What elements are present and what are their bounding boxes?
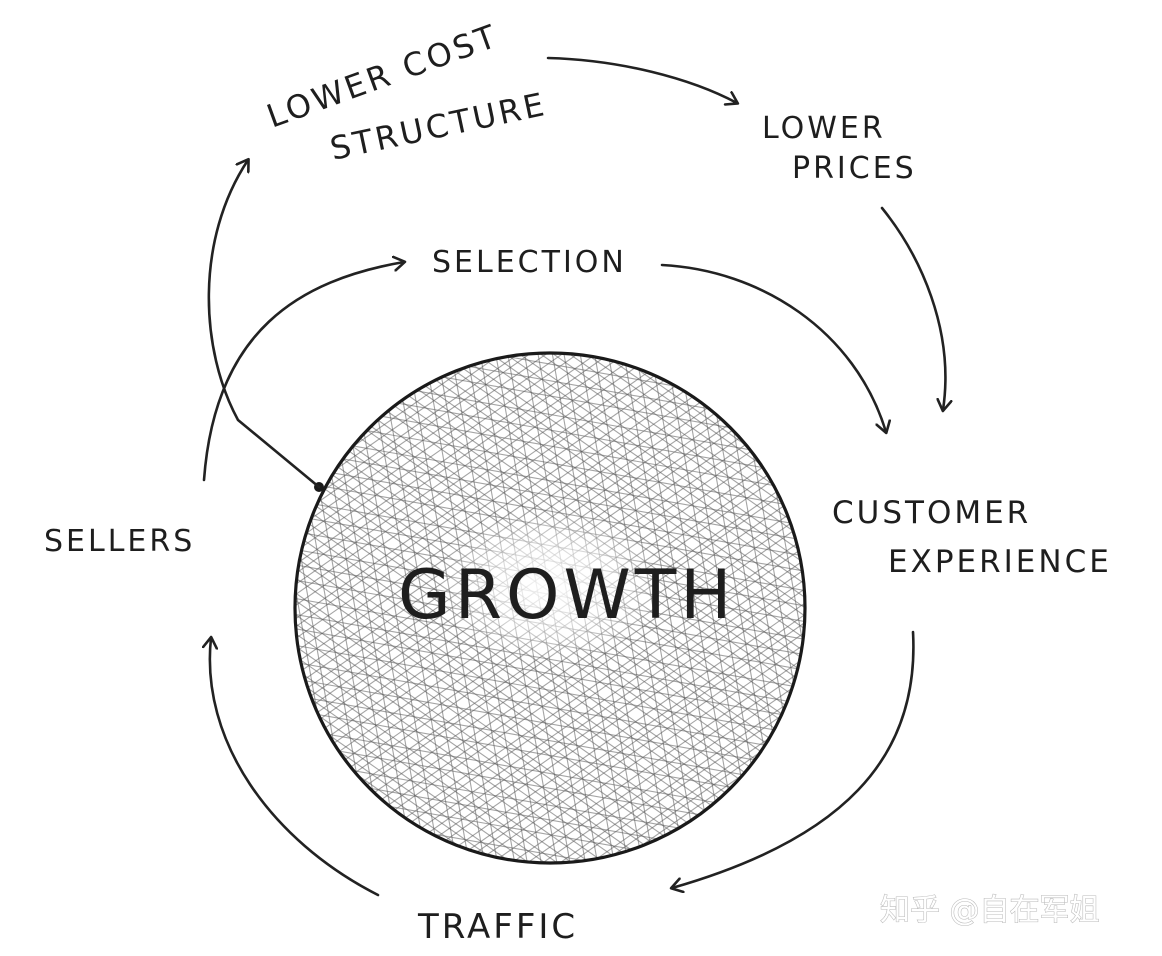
label-lower-prices-line1: LOWER	[762, 111, 886, 146]
watermark-text: 知乎 @自在军姐	[880, 893, 1100, 928]
hatch-line	[316, 323, 869, 420]
label-selection: SELECTION	[432, 245, 627, 280]
label-traffic: TRAFFIC	[417, 907, 578, 947]
label-sellers: SELLERS	[44, 524, 195, 559]
arrow-lower-prices-to-customer-experience	[882, 208, 945, 410]
label-lower-prices-line2: PRICES	[792, 151, 917, 186]
label-customer-experience-line1: CUSTOMER	[832, 495, 1031, 531]
arrow-lower-cost-to-lower-prices	[548, 58, 737, 103]
label-growth: GROWTH	[398, 556, 735, 635]
hatch-line	[318, 307, 871, 404]
hatch-line	[258, 375, 355, 928]
arrow-growth-to-lower-cost	[209, 160, 319, 487]
label-customer-experience-line2: EXPERIENCE	[888, 544, 1112, 580]
